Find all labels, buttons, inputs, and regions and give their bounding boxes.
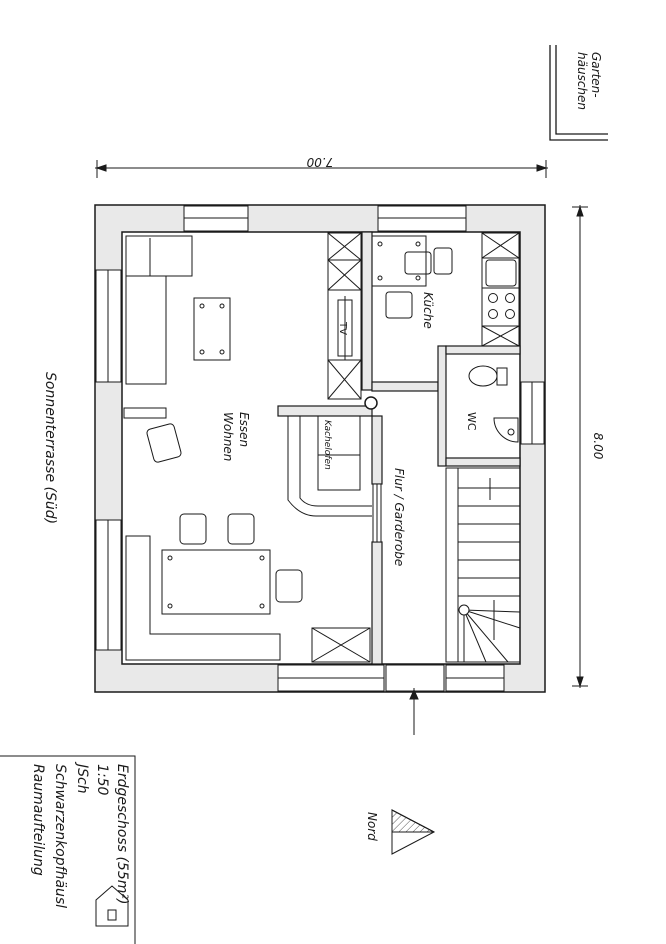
width-dimension-line	[95, 160, 548, 178]
windows	[95, 205, 545, 692]
living-label: Essen Wohnen	[221, 412, 251, 461]
kitchen-table	[371, 235, 453, 319]
height-dimension-label: 8.00	[591, 433, 605, 460]
dining-table	[161, 513, 303, 615]
title-subject: Raumaufteilung	[30, 764, 46, 876]
kitchen-label: Küche	[421, 292, 435, 329]
hall-door	[372, 483, 382, 543]
north-arrow	[391, 809, 436, 855]
terrace-label: Sonnenterrasse (Süd)	[42, 372, 58, 524]
north-label: Nord	[365, 812, 379, 841]
title-author: JSch	[74, 761, 90, 794]
garden-shed-line-2: häuschen	[575, 52, 589, 110]
title-block	[0, 755, 136, 944]
wc-fixtures	[468, 365, 519, 443]
tv-shelf-unit	[327, 232, 362, 400]
living-line-1: Essen	[237, 412, 251, 447]
title-scale: 1:50	[94, 764, 110, 796]
armchair	[123, 407, 182, 463]
entrance-arrow	[409, 688, 419, 735]
garden-shed-label: Garten- häuschen	[575, 52, 603, 110]
title-project: Schwarzenkopfhäusl	[52, 764, 68, 908]
hall-label: Flur / Garderobe	[392, 468, 406, 566]
outer-walls	[94, 204, 546, 693]
interior-walls	[277, 231, 521, 665]
garden-shed-line-1: Garten-	[589, 52, 603, 98]
title-block-text: Erdgeschoss (55m²) 1:50 JSch Schwarzenko…	[30, 761, 130, 913]
corner-bench	[125, 535, 281, 661]
garden-shed-symbol	[549, 45, 608, 141]
tiled-stove-label: Kachelofen	[322, 420, 332, 470]
living-line-2: Wohnen	[221, 412, 235, 461]
column	[364, 396, 378, 410]
corner-sofa	[125, 235, 193, 385]
height-dimension-line	[572, 205, 588, 688]
wc-label: WC	[465, 412, 478, 431]
bottom-cabinet	[311, 627, 371, 663]
kitchen-counter	[481, 232, 520, 347]
house-logo	[95, 885, 129, 927]
staircase	[445, 467, 521, 663]
tv-label: TV	[337, 321, 348, 335]
coffee-table	[193, 297, 231, 361]
width-dimension-label: 7.00	[306, 155, 333, 169]
entrance-door	[385, 664, 445, 692]
title-floor: Erdgeschoss (55m²)	[114, 764, 130, 904]
tiled-stove	[287, 415, 372, 517]
